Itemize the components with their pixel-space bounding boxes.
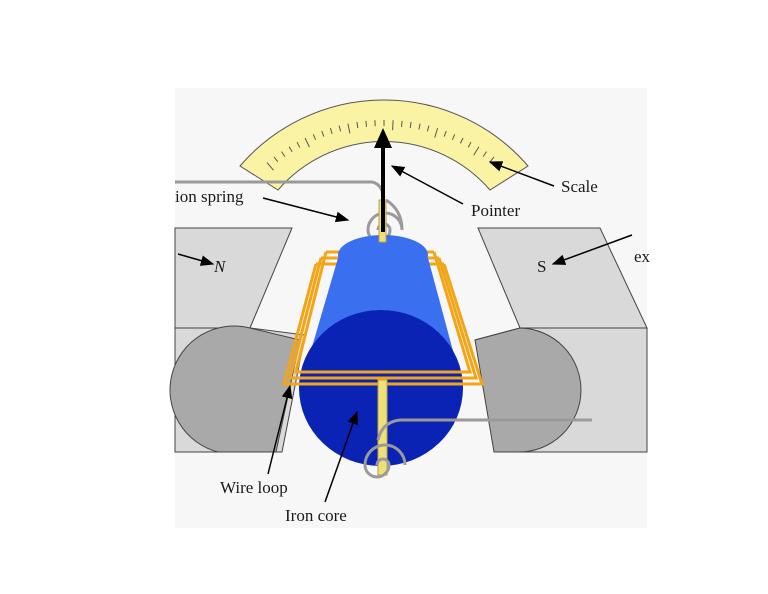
torsion-spring-bottom (363, 418, 592, 479)
scale-tick (451, 134, 456, 140)
scale-label: Scale (561, 177, 598, 196)
scale-tick (467, 141, 472, 148)
scale-tick (473, 146, 480, 156)
scale-tick (288, 146, 293, 153)
south-pole-label: S (537, 257, 546, 276)
iron-core-label: Iron core (285, 506, 347, 525)
scale-tick (329, 127, 333, 134)
scale-tick (489, 156, 495, 162)
scale-tick (281, 151, 286, 157)
scale-tick (434, 127, 439, 138)
torsion-spring-label: ion spring (175, 187, 244, 206)
north-pole-label: N (213, 257, 227, 276)
scale-tick (296, 141, 301, 148)
right-cut-label: ex (634, 247, 651, 266)
scale-tick (459, 137, 464, 144)
scale-ticks (266, 120, 502, 171)
pointer (374, 128, 392, 232)
scale-tick (426, 125, 430, 132)
scale-tick (418, 123, 421, 130)
scale-tick (304, 137, 310, 148)
scale-tick (266, 162, 274, 171)
scale-tick (347, 123, 351, 134)
label-arrows (177, 161, 633, 503)
scale-tick (365, 120, 367, 127)
scale-tick (482, 151, 487, 157)
scale-tick (443, 130, 447, 137)
scale (239, 99, 529, 191)
scale-tick (338, 125, 342, 132)
wire-loop-label: Wire loop (220, 478, 288, 497)
scale-tick (273, 156, 279, 162)
scale-tick (401, 120, 403, 127)
pointer-label: Pointer (471, 201, 520, 220)
scale-tick (392, 120, 394, 131)
north-magnet (169, 227, 306, 453)
scale-tick (409, 121, 412, 129)
scale-tick (312, 134, 317, 140)
scale-tick (321, 130, 325, 137)
scale-tick (356, 121, 359, 129)
